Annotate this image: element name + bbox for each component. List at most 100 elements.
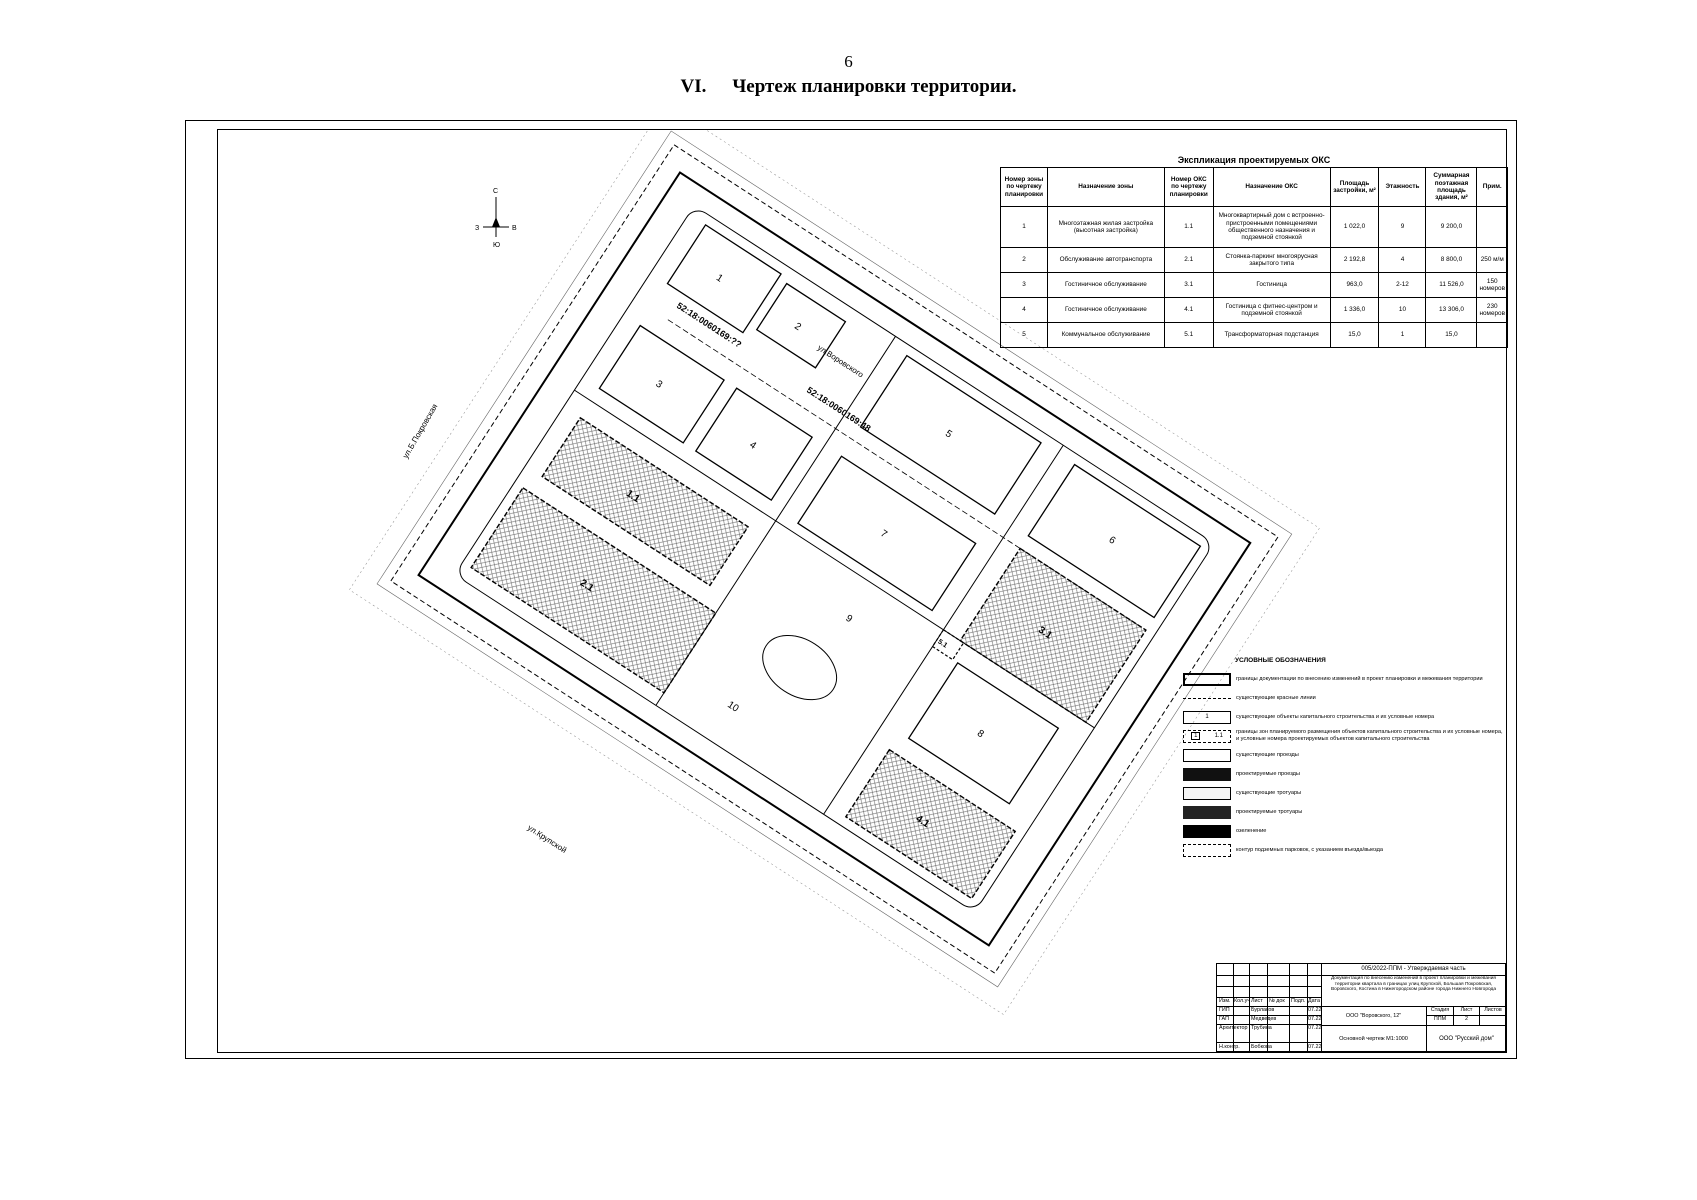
cell: Многоэтажная жилая застройка (высотная з…	[1046, 206, 1165, 248]
cell: 4	[1000, 297, 1048, 323]
existing-number-10: 10	[725, 699, 741, 715]
col-zone-purpose: Назначение зоны	[1046, 167, 1165, 207]
tb-name: Бурлаков	[1251, 1007, 1275, 1013]
boundary-icon	[1183, 672, 1231, 686]
site-plan: С Ю З В 1 2	[349, 129, 1320, 1015]
tb-description: Документация по внесению изменений в про…	[1330, 976, 1497, 993]
existing-number-3: 3	[653, 379, 664, 391]
north-arrow-icon: С Ю З В	[475, 188, 517, 249]
tb-col: Кол.уч	[1234, 998, 1251, 1004]
compass-w: З	[475, 225, 479, 232]
plan-block: 1 2 3 4 5 6 7 8 9 10 1.1 2.1 3.1 4.1 5.1…	[349, 129, 1320, 1015]
col-floors: Этажность	[1378, 167, 1427, 207]
tb-date: 07.22	[1308, 1044, 1322, 1050]
number-box-icon: 1	[1183, 710, 1231, 724]
tb-date: 07.22	[1308, 1016, 1322, 1022]
tb-stage-h: Лист	[1454, 1006, 1480, 1015]
cell: Трансформаторная подстанция	[1212, 322, 1331, 348]
tb-col: № док	[1269, 998, 1285, 1004]
legend-text: границы документации по внесению изменен…	[1236, 675, 1483, 682]
cell: Гостиничное обслуживание	[1046, 272, 1165, 298]
legend-text: существующие объекты капитального строит…	[1236, 713, 1435, 720]
tb-col: Дата	[1308, 998, 1320, 1004]
existing-number-8: 8	[975, 728, 986, 740]
cell: 15,0	[1425, 322, 1478, 348]
cell: 2 192,8	[1329, 247, 1380, 273]
col-note: Прим.	[1476, 167, 1508, 207]
existing-building	[755, 282, 847, 369]
legend-text: контур подземных парковок, с указанием в…	[1236, 846, 1383, 853]
existing-number-7: 7	[878, 528, 889, 540]
compass-s: Ю	[493, 242, 500, 249]
zone-4	[844, 748, 1017, 900]
tb-col: Лист	[1251, 998, 1263, 1004]
title-block: Изм. Кол.уч Лист № док Подп. Дата ГИП Бу…	[1216, 963, 1506, 1053]
cell: 9	[1378, 206, 1427, 248]
tb-date: 07.22	[1308, 1007, 1322, 1013]
documentation-boundary	[417, 171, 1252, 947]
col-oks-number: Номер ОКС по чертежу планировки	[1163, 167, 1214, 207]
legend-text: границы зон планируемого размещения объе…	[1236, 729, 1503, 742]
existing-number-1: 1	[714, 272, 725, 284]
legend-item: проектируемые тротуары	[1183, 803, 1503, 821]
heading-roman: VI.	[680, 76, 707, 97]
red-line-icon	[1183, 692, 1231, 705]
cell: 2	[1000, 247, 1048, 273]
exist-roads-icon	[1183, 748, 1231, 762]
cell: 1	[1378, 322, 1427, 348]
tb-role: ГАП	[1219, 1016, 1229, 1022]
greening-icon	[1183, 824, 1231, 838]
zone-5	[931, 628, 965, 661]
existing-building	[598, 324, 725, 444]
cell: 11 526,0	[1425, 272, 1478, 298]
compass-n: С	[493, 188, 498, 195]
cell: 13 306,0	[1425, 297, 1478, 323]
legend-item: озеленение	[1183, 822, 1503, 840]
cell: 1.1	[1163, 206, 1214, 248]
street-vorovskogo: ул.Воровского	[816, 343, 866, 380]
explication-title: Экспликация проектируемых ОКС	[1177, 155, 1331, 165]
tb-stage-h: Стадия	[1427, 1006, 1454, 1015]
cell: 1 336,0	[1329, 297, 1380, 323]
legend-item: существующие проезды	[1183, 746, 1503, 764]
col-zone-number: Номер зоны по чертежу планировки	[1000, 167, 1048, 207]
zone-2	[470, 486, 717, 694]
zone-label-5.1: 5.1	[936, 638, 948, 649]
cell: 5	[1000, 322, 1048, 348]
title-block-signatures: Изм. Кол.уч Лист № док Подп. Дата ГИП Бу…	[1217, 964, 1322, 1051]
cell: Гостиница с фитнес-центром и подземной с…	[1212, 297, 1331, 323]
existing-building	[666, 224, 782, 334]
cell: 10	[1378, 297, 1427, 323]
cell: 8 800,0	[1425, 247, 1478, 273]
cell: 3.1	[1163, 272, 1214, 298]
legend-text: существующие красные линии	[1236, 694, 1316, 701]
tb-col: Изм.	[1219, 998, 1231, 1004]
existing-building	[907, 661, 1060, 805]
tb-code: 005/2022-ППМ - Утверждаемая часть	[1321, 964, 1506, 976]
zone-icon-a: 1	[1191, 732, 1201, 740]
cell: Коммунальное обслуживание	[1046, 322, 1165, 348]
tb-company: ООО "Русский дом"	[1427, 1025, 1506, 1053]
legend-text: озеленение	[1236, 827, 1267, 834]
cell: 230 номеров	[1476, 297, 1508, 323]
legend-title: УСЛОВНЫЕ ОБОЗНАЧЕНИЯ	[1235, 657, 1326, 664]
col-oks-purpose: Назначение ОКС	[1212, 167, 1331, 207]
tb-name: Медведев	[1251, 1016, 1277, 1022]
cell	[1476, 206, 1508, 248]
tb-role: Архитектор	[1219, 1025, 1248, 1031]
street-krupskoy: ул.Крупской	[526, 823, 568, 855]
tb-stage-v: ППМ	[1427, 1015, 1454, 1025]
cadastral-number-2: 52:18:0060169:48	[805, 385, 873, 434]
tb-name: Бобкова	[1251, 1044, 1272, 1050]
roundabout	[762, 635, 838, 701]
cell: Гостиница	[1212, 272, 1331, 298]
tb-stage-v: 2	[1454, 1015, 1480, 1025]
existing-building	[859, 354, 1042, 515]
legend-text: существующие тротуары	[1236, 789, 1302, 796]
legend-item: контур подземных парковок, с указанием в…	[1183, 841, 1503, 859]
